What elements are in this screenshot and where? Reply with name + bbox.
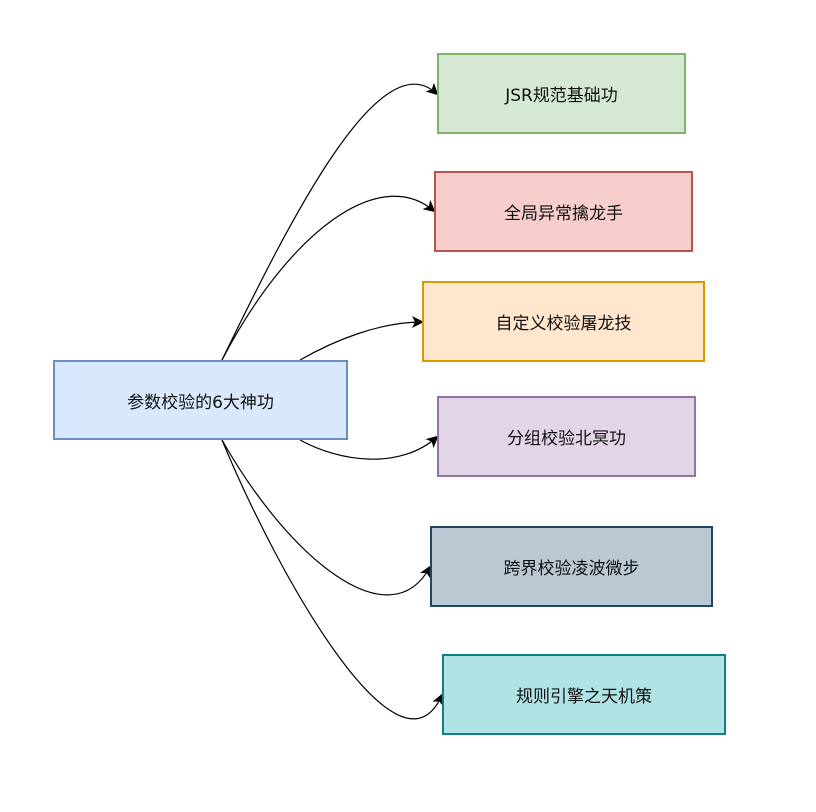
connector-1: [221, 195, 436, 361]
branch-node-label: 跨界校验凌波微步: [503, 559, 640, 579]
branch-node-global-exception: 全局异常擒龙手: [434, 171, 693, 252]
branch-node-rule-engine: 规则引擎之天机策: [442, 654, 726, 735]
branch-node-custom-validator: 自定义校验屠龙技: [422, 281, 705, 362]
branch-node-group-validation: 分组校验北冥功: [437, 396, 696, 477]
branch-node-label: 自定义校验屠龙技: [495, 314, 632, 334]
branch-node-label: 分组校验北冥功: [507, 429, 626, 449]
connector-3: [299, 435, 439, 460]
branch-node-label: 全局异常擒龙手: [504, 204, 623, 224]
root-node-label: 参数校验的6大神功: [127, 392, 274, 413]
branch-node-label: 规则引擎之天机策: [516, 687, 652, 707]
branch-node-label: JSR规范基础功: [505, 86, 618, 106]
root-node: 参数校验的6大神功: [53, 360, 348, 440]
connector-5: [221, 439, 444, 720]
connector-0: [221, 82, 439, 361]
connector-4: [221, 439, 431, 596]
branch-node-jsr: JSR规范基础功: [437, 53, 686, 134]
connector-2: [299, 316, 424, 361]
branch-node-cross-field: 跨界校验凌波微步: [430, 526, 713, 607]
